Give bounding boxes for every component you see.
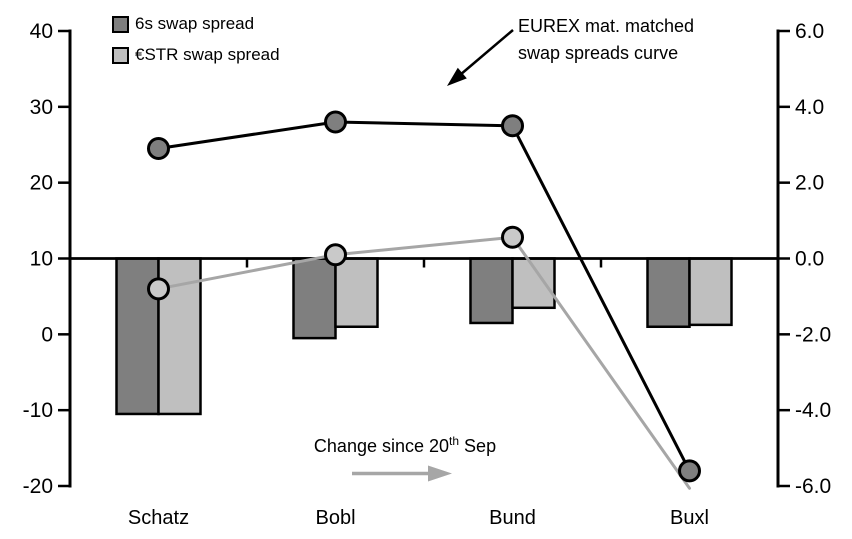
right-axis-tick-label-0.0: 0.0	[795, 248, 824, 271]
bar-estr-buxl	[688, 257, 733, 327]
left-axis-tick-label-20: 20	[30, 172, 53, 195]
line-6s	[157, 120, 691, 473]
marker-estr-bobl	[324, 243, 347, 267]
marker-6s-schatz	[147, 137, 170, 161]
marker-estr-bund	[501, 225, 524, 249]
annotation-change-prefix: Change since 20	[313, 436, 450, 456]
legend-swatch-6s-icon	[112, 15, 129, 33]
right-axis-tick-label-6.0: 6.0	[795, 20, 824, 43]
annotation-change-sup: th	[449, 434, 460, 448]
legend-label-estr: €STR swap spread	[135, 45, 280, 64]
left-axis-tick-label--10: -10	[23, 399, 53, 422]
x-axis-label-bund: Bund	[489, 507, 536, 529]
eurex-arrow-line	[459, 29, 514, 76]
left-axis-tick-label-0: 0	[41, 323, 53, 346]
left-axis-tick-label-10: 10	[30, 248, 53, 271]
bar-estr-bobl	[334, 257, 379, 328]
annotation-change-suffix: Sep	[459, 436, 497, 456]
left-axis-tick-label-40: 40	[30, 20, 53, 43]
bar-6s-buxl	[646, 257, 691, 328]
right-axis-tick-label--2.0: -2.0	[795, 323, 831, 346]
line-estr	[157, 235, 691, 490]
right-axis-tick-label-2.0: 2.0	[795, 172, 824, 195]
left-axis-tick-label--20: -20	[23, 475, 53, 498]
right-axis-tick-label--6.0: -6.0	[795, 475, 831, 498]
legend-swatch-estr-icon	[112, 46, 129, 64]
legend-label-6s: 6s swap spread	[135, 14, 255, 33]
x-axis-label-buxl: Buxl	[670, 507, 709, 529]
annotation-change-since: Change since 20th Sep	[260, 435, 550, 457]
right-axis-tick-label-4.0: 4.0	[795, 96, 824, 119]
eurex-arrow-head-icon	[447, 67, 467, 86]
left-axis-tick-label-30: 30	[30, 96, 53, 119]
x-axis-label-schatz: Schatz	[128, 507, 189, 529]
bar-6s-bund	[469, 257, 514, 325]
marker-estr-schatz	[147, 277, 170, 301]
marker-6s-bobl	[324, 110, 347, 134]
legend-item-6s-swap-spread: 6s swap spread	[112, 15, 280, 33]
legend-item-estr-swap-spread: €STR swap spread	[112, 46, 280, 64]
right-axis-tick-label--4.0: -4.0	[795, 399, 831, 422]
bar-6s-bobl	[292, 257, 337, 340]
annotation-eurex-curve: EUREX mat. matched swap spreads curve	[518, 16, 695, 63]
marker-6s-bund	[501, 114, 524, 138]
x-axis-label-bobl: Bobl	[315, 507, 355, 529]
chart-legend: 6s swap spread €STR swap spread	[112, 15, 280, 77]
marker-6s-buxl	[678, 459, 701, 483]
change-arrow-head-icon	[428, 465, 452, 482]
